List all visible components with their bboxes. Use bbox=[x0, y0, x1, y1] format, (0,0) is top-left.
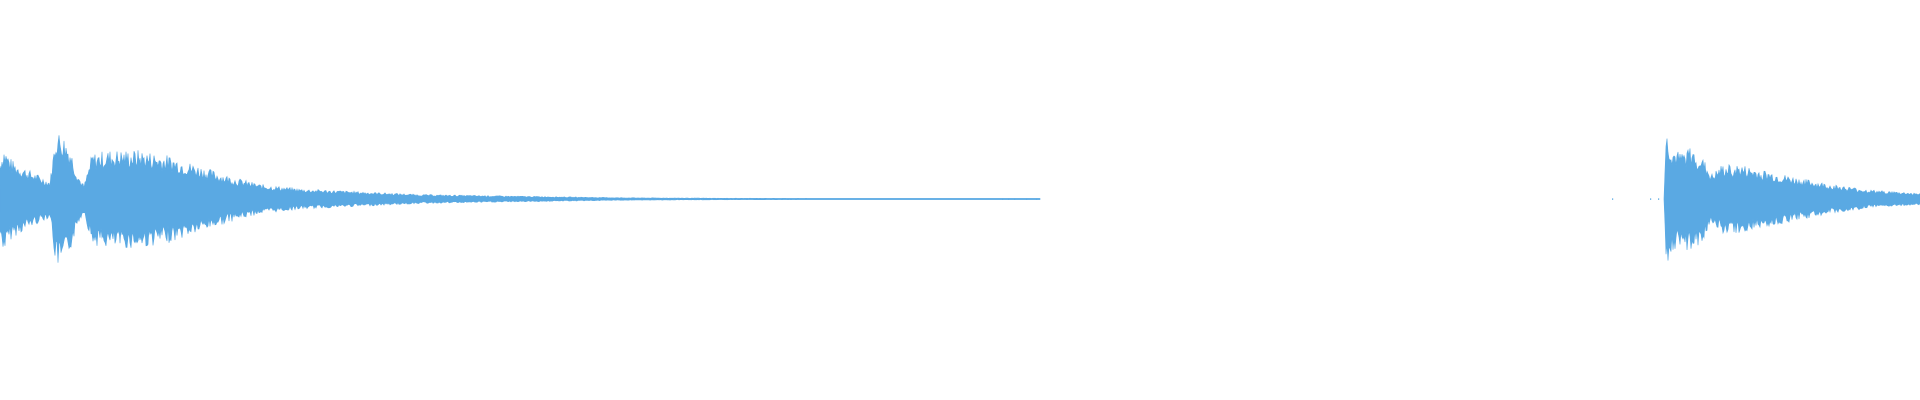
waveform-clip-first-sound bbox=[0, 135, 1041, 263]
waveform-speck bbox=[1650, 198, 1652, 200]
waveform-speck bbox=[1008, 198, 1010, 200]
waveform-speck bbox=[1014, 198, 1016, 200]
waveform-speck bbox=[1612, 198, 1614, 200]
waveform-clip-second-sound bbox=[1663, 138, 1920, 261]
waveform-speck bbox=[1002, 198, 1004, 200]
waveform-speck bbox=[1026, 198, 1028, 200]
waveform-speck bbox=[1036, 198, 1038, 200]
waveform-layer bbox=[0, 135, 1920, 263]
waveform-speck bbox=[1658, 198, 1660, 200]
